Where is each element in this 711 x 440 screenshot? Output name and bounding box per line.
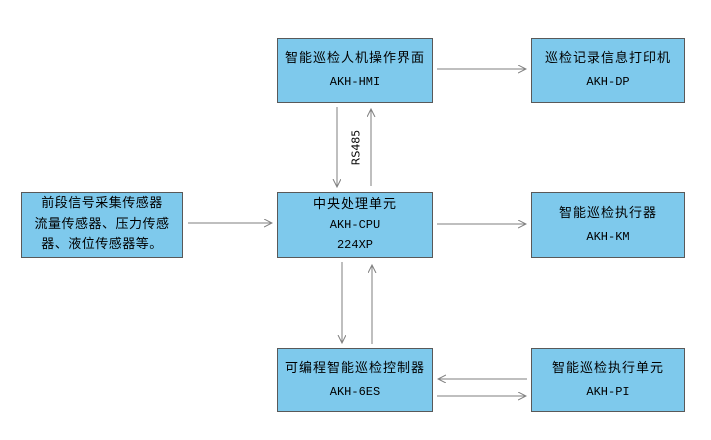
hmi-title: 智能巡检人机操作界面 [284,51,425,67]
cpu-title: 中央处理单元 [312,197,397,213]
plc-model: AKH-6ES [329,384,381,399]
sensors-line-2: 流量传感器、压力传感 [34,216,170,232]
node-hmi-interface: 智能巡检人机操作界面 AKH-HMI [277,38,433,103]
cpu-model: AKH-CPU [329,218,381,233]
rs485-bus-label: RS485 [349,129,363,166]
node-execution-unit: 智能巡检执行单元 AKH-PI [531,348,685,412]
node-central-processing-unit: 中央处理单元 AKH-CPU 224XP [277,192,433,258]
node-front-signal-sensors: 前段信号采集传感器 流量传感器、压力传感 器、液位传感器等。 [21,192,183,258]
printer-title: 巡检记录信息打印机 [544,51,671,67]
unit-model: AKH-PI [586,384,630,399]
unit-title: 智能巡检执行单元 [551,360,664,376]
node-programmable-controller: 可编程智能巡检控制器 AKH-6ES [277,348,433,412]
hmi-model: AKH-HMI [329,75,381,90]
node-record-printer: 巡检记录信息打印机 AKH-DP [531,38,685,103]
actuator-title: 智能巡检执行器 [558,205,657,221]
sensors-line-3: 器、液位传感器等。 [41,237,163,253]
plc-title: 可编程智能巡检控制器 [284,360,425,376]
sensors-line-1: 前段信号采集传感器 [41,195,163,211]
node-inspection-actuator: 智能巡检执行器 AKH-KM [531,192,685,258]
printer-model: AKH-DP [586,75,630,90]
cpu-model-2: 224XP [336,238,373,253]
actuator-model: AKH-KM [586,229,630,244]
